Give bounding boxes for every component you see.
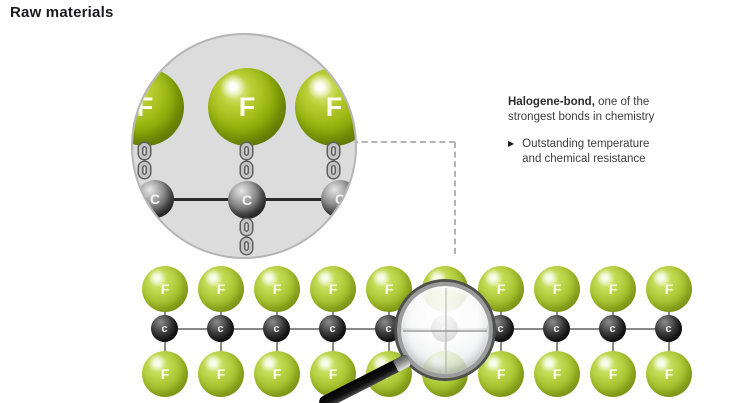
fluorine-atom: F xyxy=(534,266,580,312)
page-title: Raw materials xyxy=(10,4,114,21)
carbon-atom-zoomed: C xyxy=(228,181,266,219)
molecule-unit: F c F xyxy=(534,266,580,397)
molecule-unit: F c F xyxy=(254,266,300,397)
carbon-atom: c xyxy=(599,315,626,342)
molecule-unit: F c F xyxy=(310,266,356,397)
carbon-atom: c xyxy=(319,315,346,342)
carbon-atom: c xyxy=(543,315,570,342)
carbon-atom-zoomed: C xyxy=(136,180,174,218)
magnifier-lens-icon xyxy=(397,282,493,378)
fluorine-atom: F xyxy=(198,266,244,312)
molecule-unit: F c F xyxy=(142,266,188,397)
carbon-atom: c xyxy=(263,315,290,342)
annotation-block: Halogene-bond, one of the strongest bond… xyxy=(508,95,678,166)
annotation-lead-rest: one of the strongest bonds in chemistry xyxy=(508,96,655,123)
fluorine-atom: F xyxy=(198,351,244,397)
halogen-bond-chain xyxy=(139,143,150,178)
zoom-circle: F F F C C C xyxy=(131,33,357,259)
fluorine-atom: F xyxy=(590,266,636,312)
fluorine-atom: F xyxy=(478,351,524,397)
bullet-text: Outstanding temperature and chemical res… xyxy=(522,138,650,165)
fluorine-atom: F xyxy=(254,351,300,397)
fluorine-atom: F xyxy=(478,266,524,312)
halogen-bond-chain xyxy=(328,143,339,178)
molecule-unit: F c F xyxy=(646,266,692,397)
bullet-item: ▶ Outstanding temperature and chemical r… xyxy=(508,137,678,166)
carbon-atom: c xyxy=(151,315,178,342)
callout-dash-vertical xyxy=(454,142,456,254)
annotation-lead-bold: Halogene-bond, xyxy=(508,96,595,108)
halogen-bond-chain xyxy=(241,219,252,254)
molecule-unit: F c F xyxy=(590,266,636,397)
carbon-atom-zoomed: C xyxy=(321,180,355,218)
fluorine-atom: F xyxy=(646,266,692,312)
annotation-lead: Halogene-bond, one of the strongest bond… xyxy=(508,95,678,124)
carbon-atom: c xyxy=(655,315,682,342)
fluorine-atom: F xyxy=(142,266,188,312)
callout-dash-horizontal xyxy=(352,141,455,143)
fluorine-atom: F xyxy=(646,351,692,397)
fluorine-atom: F xyxy=(254,266,300,312)
halogen-bond-chain xyxy=(241,143,252,178)
fluorine-atom-zoomed: F xyxy=(295,68,355,146)
fluorine-atom-zoomed: F xyxy=(208,68,286,146)
fluorine-atom: F xyxy=(534,351,580,397)
fluorine-atom: F xyxy=(142,351,188,397)
fluorine-atom: F xyxy=(310,266,356,312)
triangle-bullet-icon: ▶ xyxy=(508,139,515,148)
fluorine-atom-zoomed: F xyxy=(133,68,184,146)
carbon-atom: c xyxy=(207,315,234,342)
molecule-unit: F c F xyxy=(198,266,244,397)
fluorine-atom: F xyxy=(590,351,636,397)
